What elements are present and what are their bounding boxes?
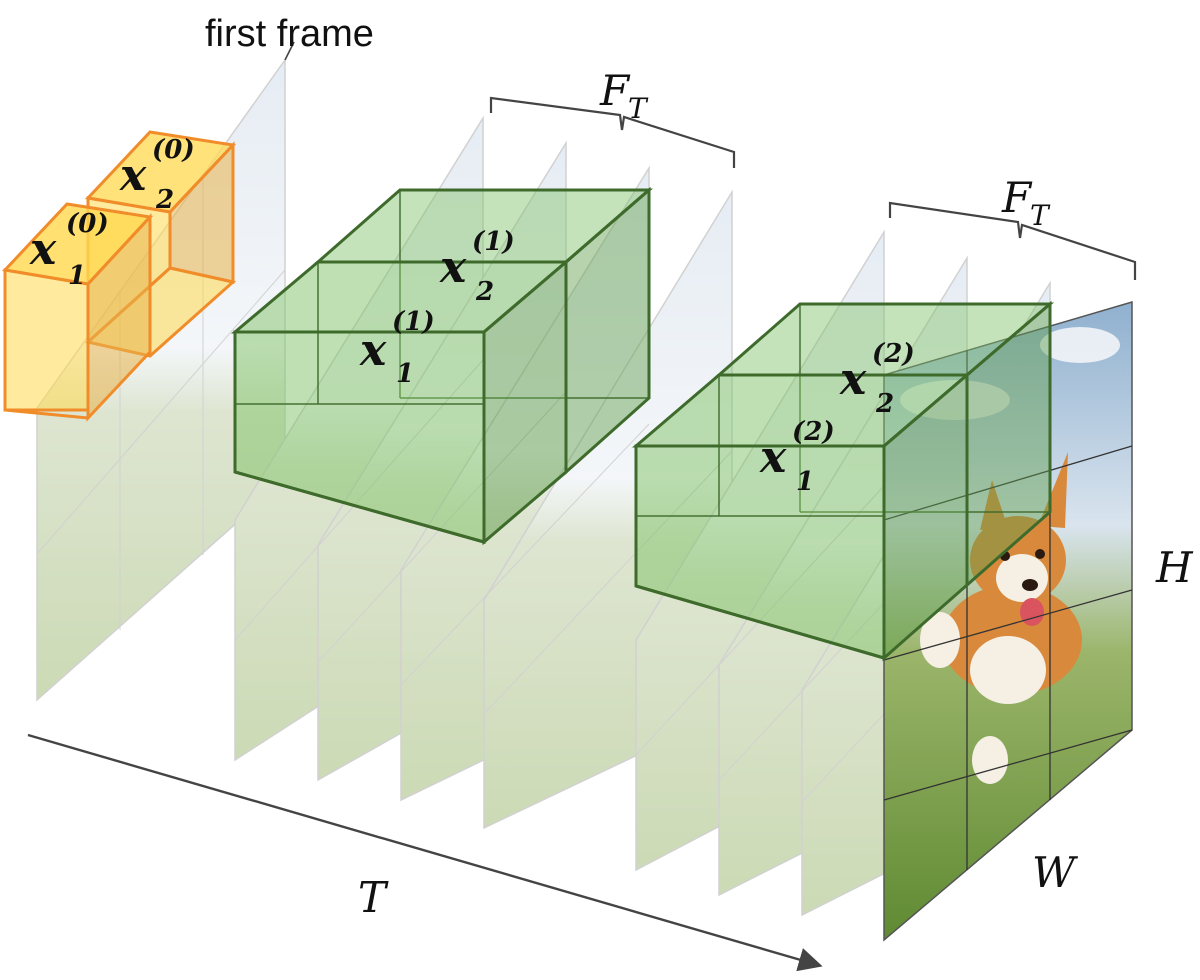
svg-text:(0): (0) [66, 209, 109, 239]
h-axis-label: H [1155, 543, 1194, 592]
svg-text:(1): (1) [392, 307, 435, 337]
svg-text:1: 1 [68, 261, 86, 291]
corgi-photo-icon [920, 452, 1082, 784]
ft-label-1: F T [599, 66, 649, 125]
svg-text:1: 1 [396, 359, 414, 389]
svg-text:T: T [628, 92, 649, 125]
w-axis-label: W [1032, 848, 1079, 897]
svg-text:x: x [439, 242, 467, 293]
token-block-first-frame [1, 130, 237, 422]
token-label-x2-1: x 2 (1) [439, 227, 515, 307]
token-label-x2-0: x 2 (0) [119, 135, 195, 215]
svg-text:T: T [1030, 199, 1051, 232]
svg-text:x: x [759, 432, 787, 483]
token-label-x1-1: x 1 (1) [359, 307, 435, 389]
t-axis-arrow [27, 733, 823, 972]
svg-text:x: x [359, 325, 387, 376]
svg-text:x: x [29, 224, 57, 275]
svg-text:F: F [599, 66, 631, 115]
svg-text:(2): (2) [872, 339, 915, 369]
svg-text:(0): (0) [152, 135, 195, 165]
first-frame-label: first frame [205, 13, 374, 55]
svg-text:x: x [839, 354, 867, 405]
t-axis-label: T [358, 873, 389, 922]
svg-text:F: F [1001, 173, 1033, 222]
svg-text:2: 2 [155, 185, 174, 215]
svg-text:(2): (2) [792, 417, 835, 447]
token-block-1 [230, 186, 654, 546]
token-block-2 [631, 300, 1055, 662]
token-label-x1-0: x 1 (0) [29, 209, 109, 291]
svg-text:(1): (1) [472, 227, 515, 257]
svg-text:2: 2 [875, 389, 894, 419]
token-label-x2-2: x 2 (2) [839, 339, 915, 419]
svg-text:x: x [119, 150, 147, 201]
ft-label-2: F T [1001, 173, 1051, 232]
svg-text:2: 2 [475, 277, 494, 307]
brace-ft-1 [489, 96, 736, 168]
token-label-x1-2: x 1 (2) [759, 417, 835, 497]
svg-text:1: 1 [796, 467, 814, 497]
first-frame-pointer [284, 41, 295, 61]
brace-ft-2 [888, 201, 1137, 280]
